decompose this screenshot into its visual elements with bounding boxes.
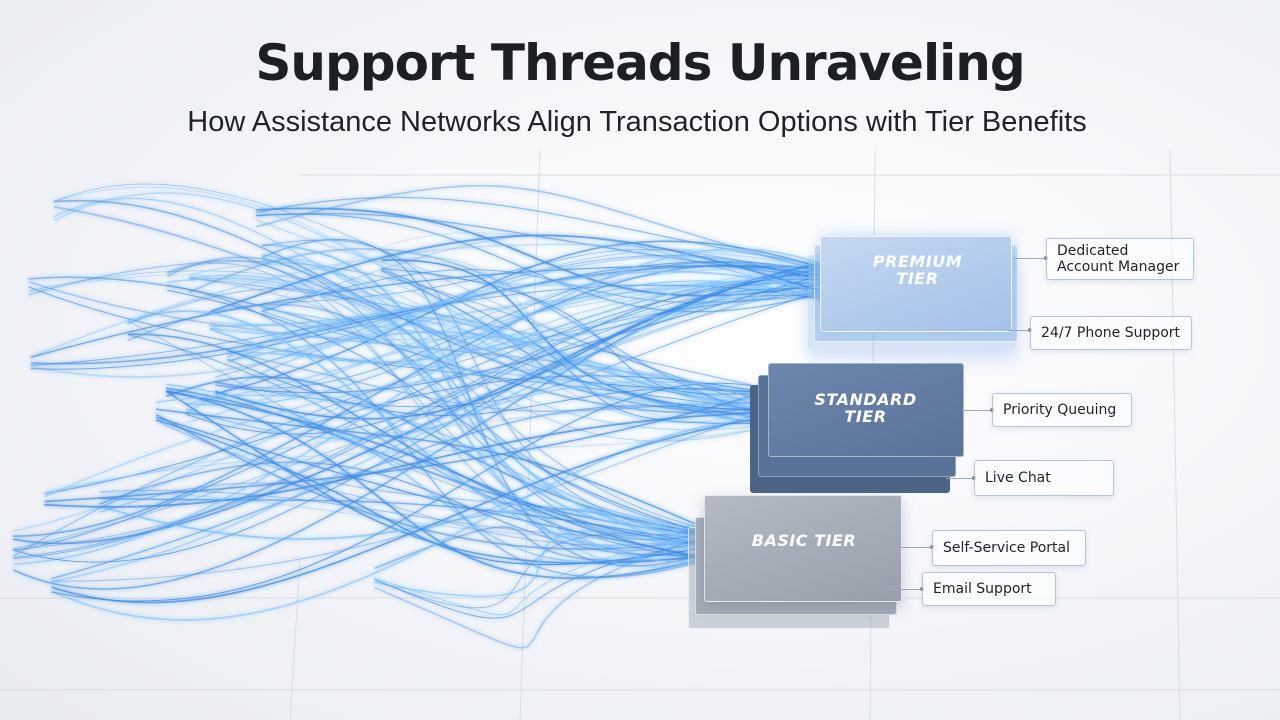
support-thread [127,333,707,561]
standard-tier-label: STANDARD TIER [814,390,917,426]
support-thread [185,270,823,414]
support-thread [30,265,823,358]
connector-line [1014,256,1048,260]
support-thread [13,274,823,590]
support-thread [381,267,771,395]
support-thread [374,536,707,649]
support-thread [262,239,707,537]
support-thread [381,259,771,411]
support-thread [374,541,707,619]
support-thread [30,243,823,358]
support-thread [51,404,771,580]
support-thread [261,232,823,311]
support-thread [44,395,771,494]
support-thread [227,317,771,407]
connector-line [962,408,994,412]
support-thread [209,277,823,363]
support-thread [13,287,823,558]
support-thread [155,419,707,566]
benefit-dedicated-account-manager: Dedicated Account Manager [1046,238,1194,280]
support-thread [166,383,707,563]
connector-line [946,476,976,480]
support-thread [189,274,771,431]
basic-tier-label: BASIC TIER [751,530,857,550]
support-thread [44,411,771,508]
support-thread [189,247,771,419]
support-thread [51,408,771,582]
support-thread [189,277,771,442]
support-thread [209,280,823,341]
support-thread [13,295,823,560]
support-thread [53,199,771,414]
support-thread [155,413,707,550]
support-thread [215,240,823,395]
support-thread [51,415,771,604]
support-thread [261,290,823,351]
support-thread [374,530,707,598]
connector-line [1008,328,1032,332]
support-thread [53,197,771,405]
support-thread [44,368,771,498]
support-thread [44,389,771,503]
support-thread [155,408,707,530]
support-thread [167,284,707,578]
support-thread [209,234,823,313]
benefit-24-7-phone-support: 24/7 Phone Support [1030,316,1192,350]
benefit-priority-queuing: Priority Queuing [992,393,1132,427]
support-thread [127,303,707,533]
support-thread [227,315,771,410]
support-thread [13,248,823,565]
support-thread [189,277,771,390]
support-thread [53,206,771,427]
support-thread [255,185,823,272]
support-thread [30,284,823,367]
support-thread [53,183,771,401]
benefit-self-service-portal: Self-Service Portal [932,530,1086,566]
connector-line [900,545,934,549]
support-thread [189,264,771,424]
support-thread [166,256,707,541]
benefit-live-chat: Live Chat [974,460,1114,496]
support-thread [381,270,771,394]
support-thread [127,288,707,530]
page-title: Support Threads Unraveling [255,34,1025,92]
support-thread [262,256,707,541]
support-thread [156,394,707,550]
support-thread [99,497,707,546]
support-thread [167,289,707,535]
page-subtitle: How Assistance Networks Align Transactio… [187,106,1087,138]
support-thread [209,261,823,328]
connector-line [888,587,924,591]
support-thread [167,262,707,555]
support-thread [374,533,707,616]
support-thread [51,382,771,602]
support-thread [127,310,707,549]
support-thread [209,249,823,335]
support-thread [44,426,771,493]
support-thread [30,255,823,378]
support-thread [261,238,707,567]
benefit-email-support: Email Support [922,572,1056,606]
support-thread [262,249,823,304]
support-thread [155,419,707,536]
support-thread [127,333,707,560]
support-thread [13,296,823,557]
premium-tier-label: PREMIUM TIER [872,252,963,288]
support-thread [209,270,823,327]
support-thread [127,320,707,553]
support-thread [51,419,771,621]
support-thread [13,262,823,563]
support-thread [262,269,823,312]
support-thread [381,269,771,425]
